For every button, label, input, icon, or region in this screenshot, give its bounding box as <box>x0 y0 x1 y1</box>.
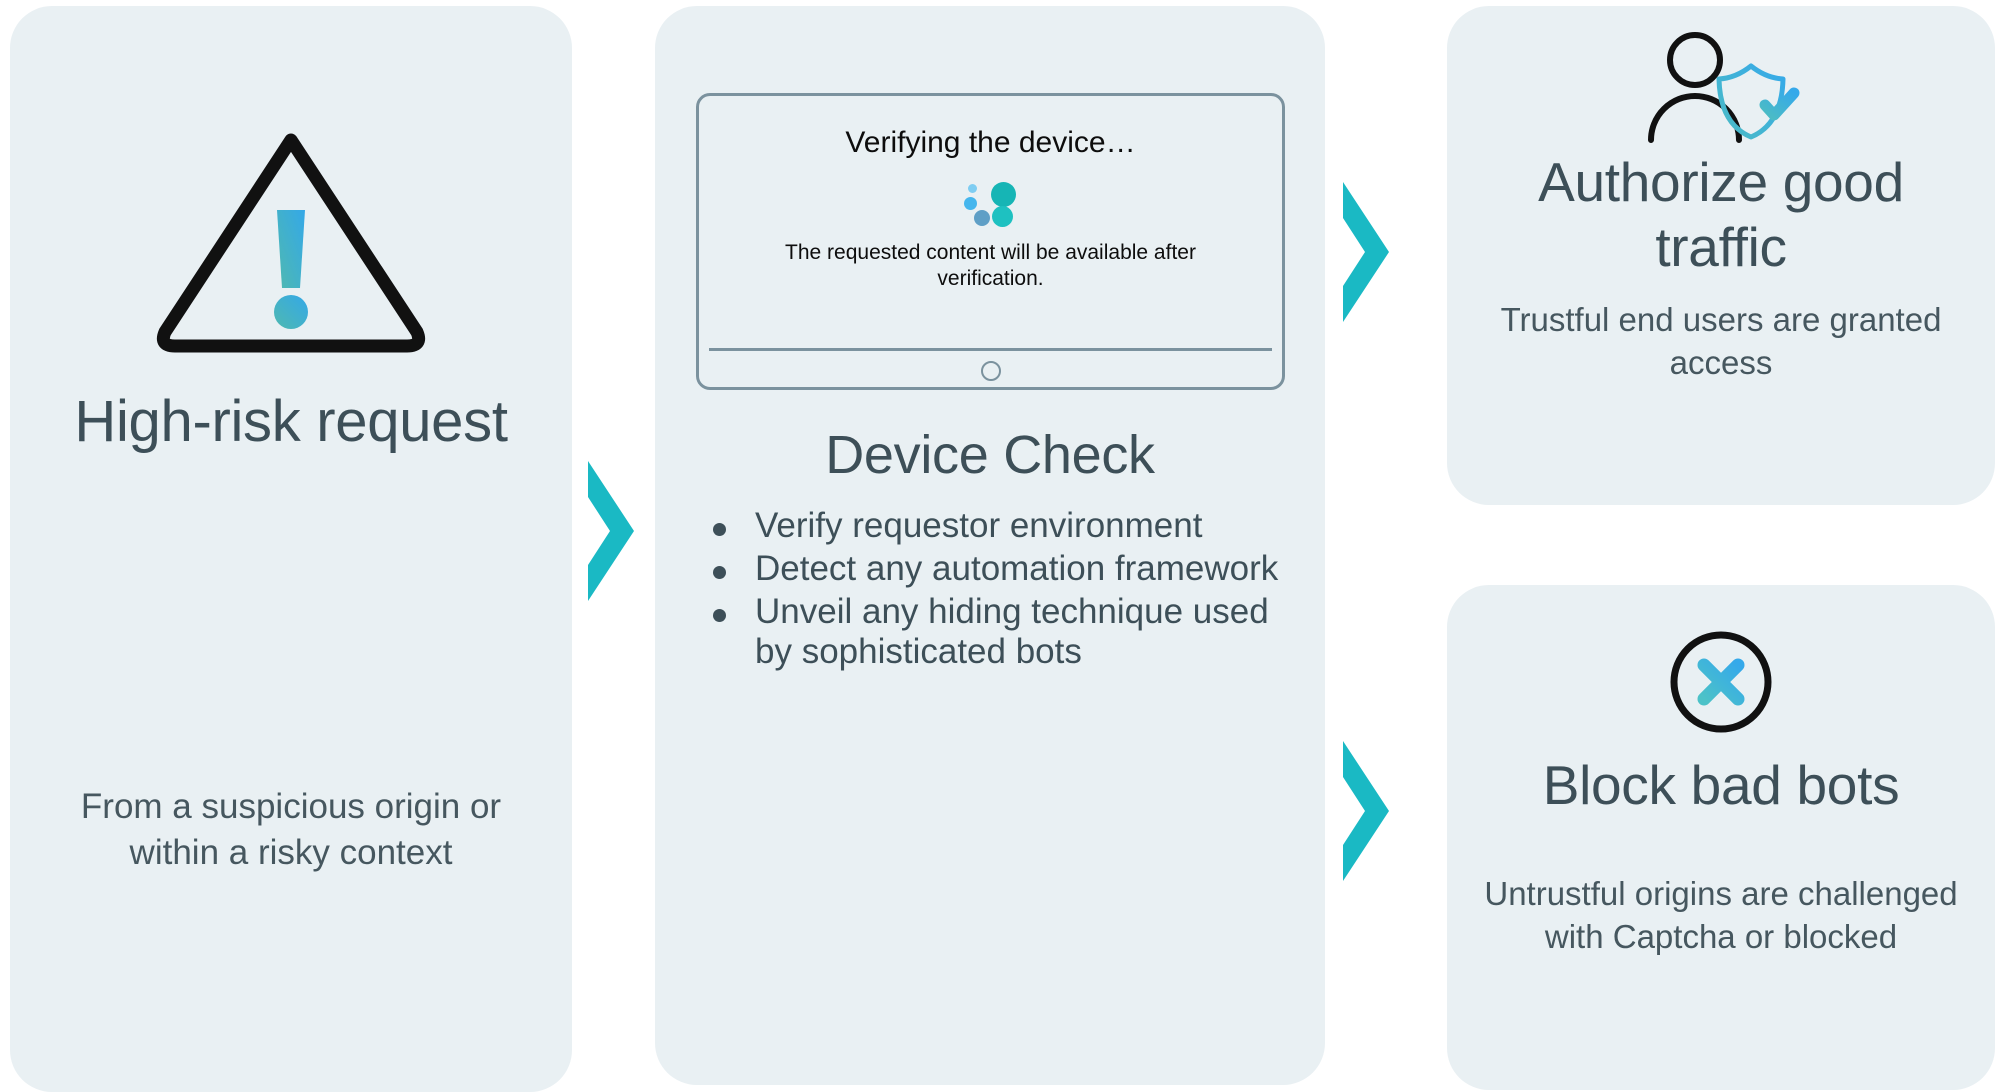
page-title-authorize: Authorize good traffic <box>1538 151 1904 278</box>
spinner-dot-5 <box>991 206 1013 227</box>
user-shield-check-icon <box>1447 28 1995 148</box>
bullet-point-icon <box>713 523 726 536</box>
verifying-device-text: Verifying the device… <box>845 126 1136 159</box>
spinner-dot-1 <box>967 184 977 193</box>
bullet-point-icon <box>713 566 726 580</box>
chevron-right-icon <box>1337 176 1397 333</box>
spinner-dot-4 <box>990 182 1016 207</box>
chevron-right-icon <box>1337 735 1397 892</box>
list-item-label: Unveil any hiding technique used by soph… <box>755 592 1269 671</box>
page-title-block-bad-bots: Block bad bots <box>1542 754 1900 816</box>
list-item: Unveil any hiding technique used by soph… <box>695 592 1309 671</box>
subtitle-block-bad-bots: Untrustful origins are challenged with C… <box>1484 875 1958 955</box>
circle-x-icon <box>1447 627 1995 737</box>
page-title-high-risk: High-risk request <box>74 389 508 454</box>
bullet-point-icon <box>713 609 726 623</box>
step-card-high-risk-request: High-risk request From a suspicious orig… <box>10 6 572 1092</box>
home-button-icon[interactable] <box>980 361 1001 381</box>
subtitle-authorize: Trustful end users are granted access <box>1500 301 1942 381</box>
spinner-dot-3 <box>973 210 990 226</box>
list-item: Verify requestor environment <box>695 506 1309 545</box>
subtitle-high-risk: From a suspicious origin or within a ris… <box>80 787 502 872</box>
step-card-authorize-good-traffic: Authorize good traffic Trustful end user… <box>1447 6 1995 505</box>
list-item-label: Detect any automation framework <box>755 549 1279 589</box>
list-item-label: Verify requestor environment <box>755 506 1203 545</box>
step-card-block-bad-bots: Block bad bots Untrustful origins are ch… <box>1447 585 1995 1090</box>
spinner-dot-2 <box>963 197 977 210</box>
step-card-device-check: Verifying the device… The requested cont… <box>655 6 1325 1085</box>
loading-dots-spinner <box>963 182 1019 227</box>
tablet-device-icon: Verifying the device… The requested cont… <box>696 93 1285 390</box>
chevron-right-icon <box>582 455 642 612</box>
page-title-device-check: Device Check <box>825 425 1155 485</box>
tablet-divider <box>709 348 1272 351</box>
verification-message: The requested content will be available … <box>785 241 1196 291</box>
tablet-screen: Verifying the device… The requested cont… <box>699 96 1282 348</box>
list-item: Detect any automation framework <box>695 549 1309 588</box>
warning-triangle-icon <box>10 118 572 358</box>
device-check-bullet-list: Verify requestor environment Detect any … <box>695 506 1309 675</box>
